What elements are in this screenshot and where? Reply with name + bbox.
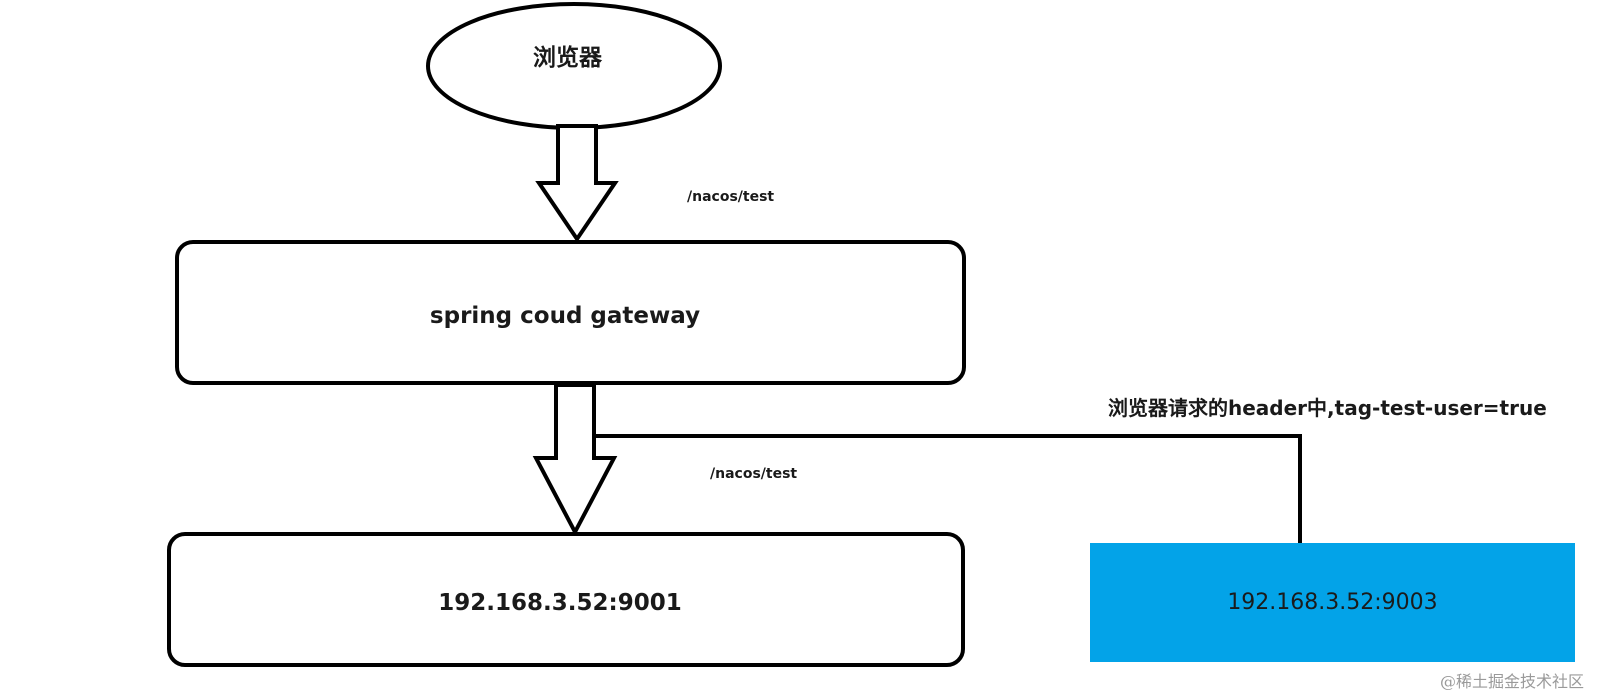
service-9001-node <box>167 532 965 667</box>
connector-gateway-to-service-9003 <box>594 434 1302 543</box>
gateway-to-service-path-label: /nacos/test <box>710 466 798 482</box>
service-9001-label: 192.168.3.52:9001 <box>438 590 682 616</box>
header-condition-label: 浏览器请求的header中,tag-test-user=true <box>1108 396 1547 420</box>
browser-label: 浏览器 <box>533 45 602 71</box>
arrow-gateway-to-service <box>532 383 618 537</box>
service-9003-node <box>1090 543 1575 662</box>
gateway-label: spring coud gateway <box>429 303 701 329</box>
browser-to-gateway-path-label: /nacos/test <box>687 189 775 205</box>
arrow-browser-to-gateway <box>535 124 619 243</box>
watermark: @稀土掘金技术社区 <box>1440 672 1585 691</box>
service-9003-label: 192.168.3.52:9003 <box>1227 590 1438 615</box>
